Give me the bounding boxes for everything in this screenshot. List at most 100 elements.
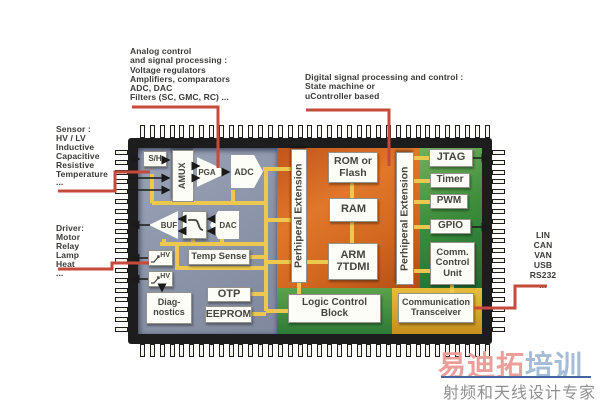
- chip-pin: [115, 218, 128, 224]
- chip-pin: [464, 344, 470, 357]
- chip-pin: [492, 248, 505, 254]
- chip-pin: [346, 344, 352, 357]
- chip-pin: [492, 326, 505, 332]
- chip-pin: [386, 344, 392, 357]
- hv-switch-icon: [151, 276, 160, 284]
- chip-pin: [277, 344, 283, 357]
- chip-pin: [238, 344, 244, 357]
- chip-pin: [115, 159, 128, 165]
- chip-pin: [258, 125, 264, 138]
- chip-pin: [140, 125, 145, 138]
- chip-pin: [169, 125, 175, 138]
- chip-pin: [115, 267, 128, 273]
- chip-pin: [415, 125, 421, 138]
- chip-pin: [317, 125, 323, 138]
- chip-pin: [199, 344, 205, 357]
- chip-pin: [492, 277, 505, 283]
- chip-pin: [356, 344, 362, 357]
- chip-pin: [218, 344, 224, 357]
- chip-pin: [149, 125, 155, 138]
- hv-label: HV: [160, 273, 170, 280]
- chip-pin: [199, 125, 205, 138]
- watermark-tagline: 射频和天线设计专家: [443, 385, 597, 400]
- chip-pin: [405, 344, 411, 357]
- chip-pin: [115, 307, 128, 313]
- chip-pin: [267, 125, 273, 138]
- chip-pin: [149, 344, 155, 357]
- chip-pin: [492, 159, 505, 165]
- timer-block: Timer: [430, 173, 470, 188]
- chip-pin: [327, 125, 333, 138]
- otp-block: OTP: [207, 287, 251, 302]
- hv-driver-block-2: HV: [148, 271, 173, 287]
- chip-pin: [464, 125, 470, 138]
- chip-pin: [159, 344, 165, 357]
- chip-pin: [492, 208, 505, 214]
- jtag-block: JTAG: [429, 149, 473, 167]
- pin-row-bottom: [140, 344, 490, 357]
- rom-flash-block: ROM or Flash: [328, 152, 378, 183]
- sample-hold-block: S/H: [143, 151, 167, 167]
- chip-pin: [115, 248, 128, 254]
- chip-pin: [386, 125, 392, 138]
- sensor-note: Sensor : HV / LV Inductive Capacitive Re…: [56, 124, 108, 188]
- chip-pin: [415, 344, 421, 357]
- chip-pin: [425, 125, 431, 138]
- chip-pin: [492, 179, 505, 185]
- diagnostics-block: Diag- nostics: [146, 292, 192, 324]
- chip-pin: [366, 125, 372, 138]
- chip-pin: [169, 344, 175, 357]
- pin-row-top: [140, 125, 490, 138]
- chip-pin: [484, 344, 490, 357]
- hv-label: HV: [160, 252, 170, 259]
- chip-pin: [159, 125, 165, 138]
- chip-pin: [248, 125, 254, 138]
- lowpass-filter-icon: [187, 219, 203, 231]
- chip-pin: [115, 258, 128, 264]
- chip-pin: [492, 297, 505, 303]
- lowpass-filter-block: [182, 211, 207, 239]
- amux-block: AMUX: [172, 150, 194, 202]
- chip-pin: [140, 344, 145, 357]
- chip-pin: [115, 189, 128, 195]
- chip-pin: [115, 317, 128, 323]
- chip-pin: [492, 267, 505, 273]
- chip-pin: [492, 228, 505, 234]
- logic-control-block: Logic Control Block: [288, 294, 381, 323]
- chip-pin: [115, 238, 128, 244]
- chip-pin: [492, 317, 505, 323]
- peripheral-extension-bar-2: Perhiperal Extension: [396, 152, 414, 285]
- watermark-brand-main: 易迪拓: [438, 350, 526, 381]
- chip-pin: [336, 125, 342, 138]
- chip-pin: [455, 125, 460, 138]
- chip-pin: [366, 344, 372, 357]
- chip-pin: [336, 344, 342, 357]
- chip-pin: [425, 344, 431, 357]
- analog-note: Analog control and signal processing : V…: [130, 46, 231, 103]
- chip-pin: [115, 179, 128, 185]
- chip-pin: [208, 344, 214, 357]
- chip-pin: [228, 125, 234, 138]
- arm-core-block: ARM 7TDMI: [328, 243, 378, 280]
- gpio-block: GPIO: [430, 219, 471, 234]
- pin-row-right: [492, 150, 505, 332]
- chip-pin: [492, 287, 505, 293]
- temp-sense-block: Temp Sense: [188, 249, 250, 265]
- chip-pin: [115, 169, 128, 175]
- chip-pin: [189, 344, 195, 357]
- watermark-brand-suffix: 培训: [525, 350, 584, 381]
- chip-pin: [307, 125, 313, 138]
- chip-pin: [179, 125, 185, 138]
- chip-pin: [474, 344, 480, 357]
- chip-pin: [228, 344, 234, 357]
- driver-note: Driver: Motor Relay Lamp Heat ...: [56, 223, 85, 278]
- chip-pin: [395, 125, 401, 138]
- watermark-brand: 易迪拓培训: [438, 344, 583, 384]
- chip-pin: [317, 344, 323, 357]
- chip-pin: [445, 125, 451, 138]
- chip-pin: [484, 125, 490, 138]
- chip-pin: [115, 228, 128, 234]
- chip-pin: [115, 277, 128, 283]
- chip-pin: [445, 344, 451, 357]
